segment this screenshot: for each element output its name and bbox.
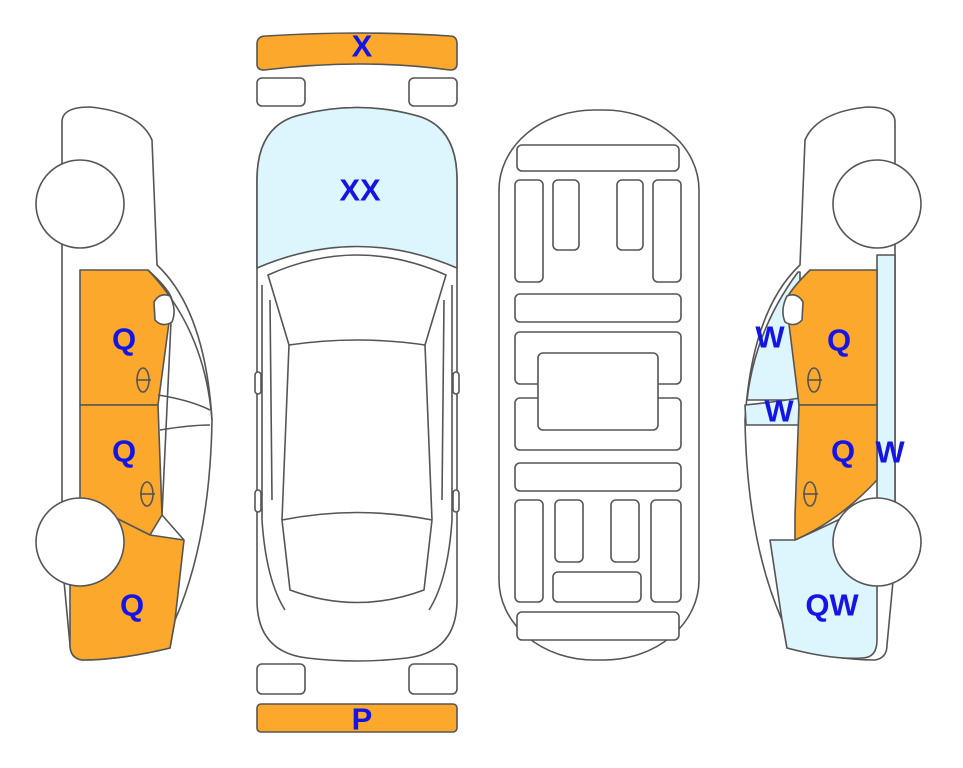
right-rear-glass-label: W bbox=[875, 435, 905, 470]
rear-window-line bbox=[281, 519, 433, 604]
underbody-panel bbox=[514, 179, 544, 283]
left-rear-door-label: Q bbox=[112, 434, 136, 469]
underbody-panel bbox=[514, 293, 682, 323]
underbody-panel bbox=[552, 571, 642, 603]
right-handle bbox=[452, 489, 460, 513]
underbody-panel bbox=[552, 179, 580, 251]
right-front-glass-label: W bbox=[755, 320, 785, 355]
left-handle bbox=[254, 489, 262, 513]
left-rear-quarter-label: Q bbox=[120, 588, 144, 623]
right-front-door-label: Q bbox=[827, 323, 851, 358]
car-top-view bbox=[254, 32, 460, 733]
hood-part[interactable] bbox=[256, 106, 458, 269]
car-right-side-view bbox=[744, 106, 922, 661]
left-side-mirror bbox=[153, 294, 175, 326]
right-front-handle bbox=[807, 367, 822, 393]
right-mirror-top bbox=[452, 371, 460, 395]
front-bumper-label: X bbox=[352, 29, 373, 64]
rear-bumper-part[interactable] bbox=[256, 703, 458, 733]
right-rear-door-label: Q bbox=[831, 434, 855, 469]
left-rear-wheel bbox=[35, 497, 125, 587]
rear-bumper-label: P bbox=[352, 702, 373, 737]
underbody-panel bbox=[616, 179, 644, 251]
right-rear-handle bbox=[803, 481, 818, 507]
left-rear-handle bbox=[140, 481, 155, 507]
side-sill-right bbox=[428, 285, 453, 611]
left-mirror bbox=[254, 371, 262, 395]
underbody-center-panel bbox=[537, 352, 659, 431]
underbody-panel bbox=[516, 611, 680, 641]
right-front-door-part[interactable] bbox=[785, 269, 878, 406]
front-bumper-part[interactable] bbox=[256, 32, 458, 71]
left-front-handle bbox=[136, 367, 151, 393]
windshield-line bbox=[267, 254, 447, 346]
underbody-panel bbox=[650, 499, 682, 603]
underbody-panel bbox=[554, 499, 584, 563]
right-front-wheel bbox=[832, 159, 922, 249]
damage-labels: X XX P Q Q Q W W Q Q W QW bbox=[112, 29, 905, 737]
roof-line bbox=[281, 344, 433, 521]
underbody-panel bbox=[610, 499, 640, 563]
right-rear-door-part[interactable] bbox=[794, 404, 878, 541]
right-rear-quarter-label: QW bbox=[805, 588, 859, 623]
underbody-panel bbox=[514, 499, 544, 603]
underbody-panel bbox=[516, 144, 680, 172]
underbody-panel bbox=[514, 462, 682, 492]
rear-left-lamp bbox=[256, 663, 306, 695]
front-left-lamp bbox=[256, 77, 306, 107]
rear-right-lamp bbox=[408, 663, 458, 695]
right-rear-wheel bbox=[832, 497, 922, 587]
left-front-wheel bbox=[35, 159, 125, 249]
left-window-lines bbox=[147, 269, 213, 541]
side-sill-left bbox=[261, 285, 286, 611]
car-left-side-view bbox=[35, 106, 213, 661]
underbody-panel bbox=[652, 179, 682, 283]
front-right-lamp bbox=[408, 77, 458, 107]
car-underbody-view bbox=[498, 109, 700, 661]
right-mirror-label: W bbox=[764, 394, 794, 429]
left-front-door-label: Q bbox=[112, 322, 136, 357]
hood-label: XX bbox=[339, 173, 381, 208]
right-side-mirror bbox=[782, 294, 804, 326]
